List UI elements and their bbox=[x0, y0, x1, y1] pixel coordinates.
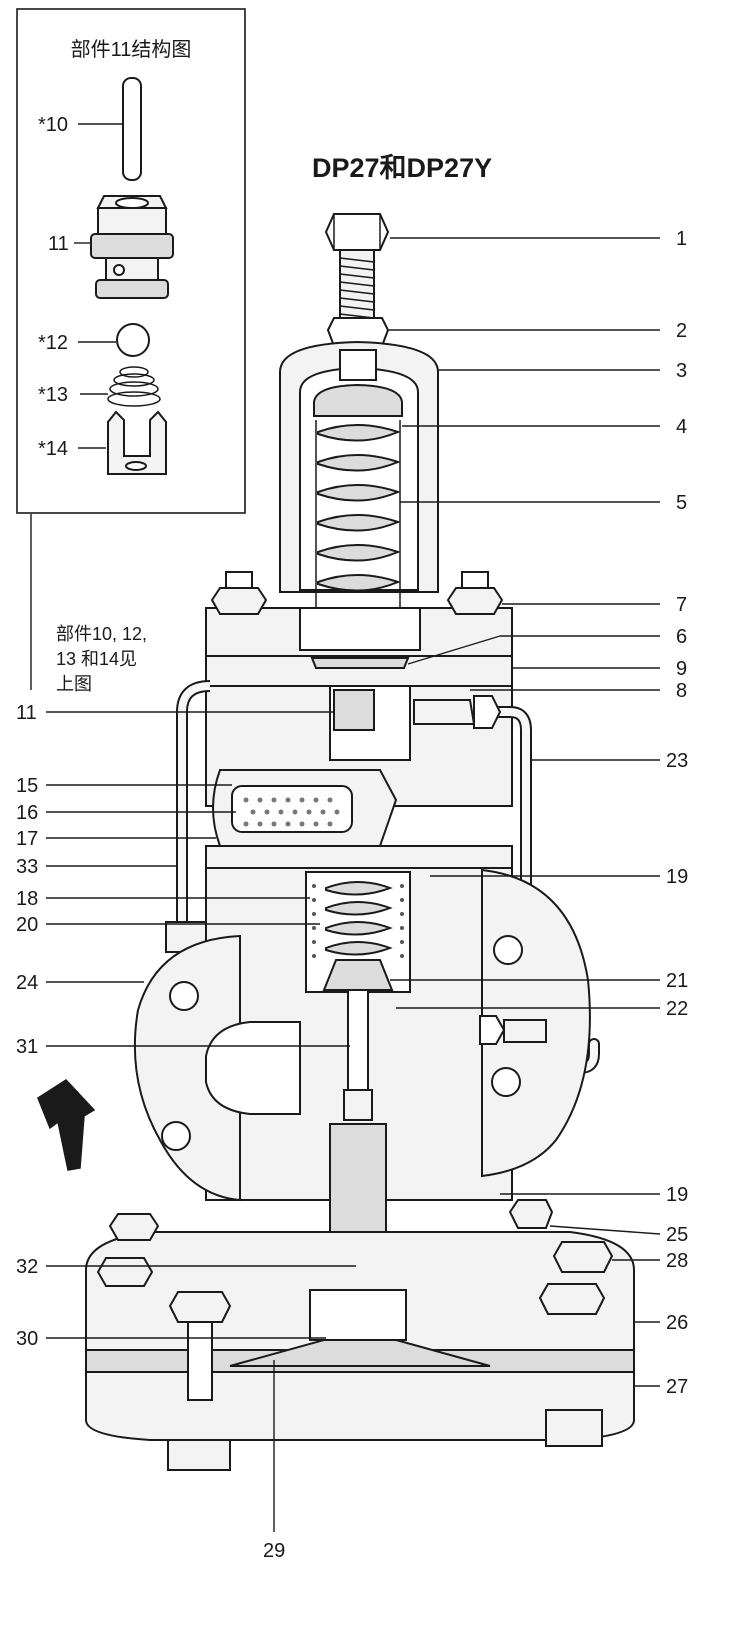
callout-20: 20 bbox=[16, 914, 38, 936]
callout-28: 28 bbox=[666, 1250, 688, 1272]
callout-26: 26 bbox=[666, 1312, 688, 1334]
pilot-diaphragm bbox=[310, 657, 410, 669]
callout-16: 16 bbox=[16, 802, 38, 824]
part-12-ball bbox=[116, 323, 150, 357]
callout-5: 5 bbox=[676, 492, 687, 514]
foot-left bbox=[167, 1439, 231, 1471]
note-line-2: 13 和14见 bbox=[56, 649, 137, 669]
right-callouts: 1 2 3 4 5 7 6 9 8 23 19 21 22 19 25 28 2… bbox=[666, 228, 688, 1398]
callout-29: 29 bbox=[263, 1540, 285, 1562]
mid-flange bbox=[205, 845, 513, 869]
stem-coupling bbox=[343, 1089, 373, 1121]
callout-8: 8 bbox=[676, 680, 687, 702]
callout-33: 33 bbox=[16, 856, 38, 878]
inset-panel: 部件11结构图 *10 11 *12 *13 bbox=[16, 8, 246, 514]
top-bolts bbox=[210, 571, 504, 615]
flow-direction-arrow-icon bbox=[37, 1079, 96, 1171]
callout-24: 24 bbox=[16, 972, 38, 994]
adjusting-screw-head bbox=[324, 213, 390, 251]
foot-right bbox=[545, 1409, 603, 1447]
callout-9: 9 bbox=[676, 658, 687, 680]
inset-title: 部件11结构图 bbox=[71, 38, 192, 61]
base-studs bbox=[96, 1199, 614, 1401]
diagram-title: DP27和DP27Y bbox=[312, 153, 492, 183]
part-11-plug bbox=[90, 195, 174, 299]
pilot-valve-11 bbox=[333, 689, 375, 731]
callout-18: 18 bbox=[16, 888, 38, 910]
inset-label-12: *12 bbox=[38, 332, 68, 354]
callout-1: 1 bbox=[676, 228, 687, 250]
inset-label-14: *14 bbox=[38, 438, 68, 460]
return-spring bbox=[325, 881, 393, 956]
main-diaphragm bbox=[229, 1328, 491, 1367]
leader-lines bbox=[46, 237, 661, 1532]
callout-15: 15 bbox=[16, 775, 38, 797]
left-callouts: 11 15 16 17 33 18 20 24 31 32 30 bbox=[16, 702, 38, 1350]
note-line-3: 上图 bbox=[56, 674, 92, 694]
callout-19-upper: 19 bbox=[666, 866, 688, 888]
note-line-1: 部件10, 12, bbox=[56, 624, 147, 644]
callout-30: 30 bbox=[16, 1328, 38, 1350]
part-10-pin bbox=[122, 77, 142, 181]
inset-label-11: 11 bbox=[48, 233, 69, 255]
part-14-clip bbox=[107, 410, 167, 475]
callout-6: 6 bbox=[676, 626, 687, 648]
part-13-spring bbox=[107, 366, 161, 407]
strainer-screen bbox=[231, 785, 353, 833]
inset-label-13: *13 bbox=[38, 384, 68, 406]
callout-22: 22 bbox=[666, 998, 688, 1020]
callout-31: 31 bbox=[16, 1036, 38, 1058]
main-spring bbox=[315, 420, 401, 620]
callout-23: 23 bbox=[666, 750, 688, 772]
pipe-fitting-top bbox=[473, 695, 502, 729]
inset-label-10: *10 bbox=[38, 114, 68, 136]
callout-27: 27 bbox=[666, 1376, 688, 1398]
main-valve-head bbox=[329, 1123, 387, 1241]
callout-32: 32 bbox=[16, 1256, 38, 1278]
callout-3: 3 bbox=[676, 360, 687, 382]
piston bbox=[322, 959, 394, 991]
callout-4: 4 bbox=[676, 416, 687, 438]
callout-21: 21 bbox=[666, 970, 688, 992]
callout-7: 7 bbox=[676, 594, 687, 616]
callout-19-lower: 19 bbox=[666, 1184, 688, 1206]
callout-17: 17 bbox=[16, 828, 38, 850]
valve-body-drawing bbox=[85, 213, 635, 1471]
callout-11: 11 bbox=[16, 702, 37, 724]
callout-2: 2 bbox=[676, 320, 687, 342]
spring-plate bbox=[313, 383, 403, 417]
note-block: 部件10, 12, 13 和14见 上图 bbox=[56, 624, 147, 694]
screw-nose bbox=[339, 349, 377, 381]
valve-stem bbox=[347, 989, 369, 1091]
callout-25: 25 bbox=[666, 1224, 688, 1246]
